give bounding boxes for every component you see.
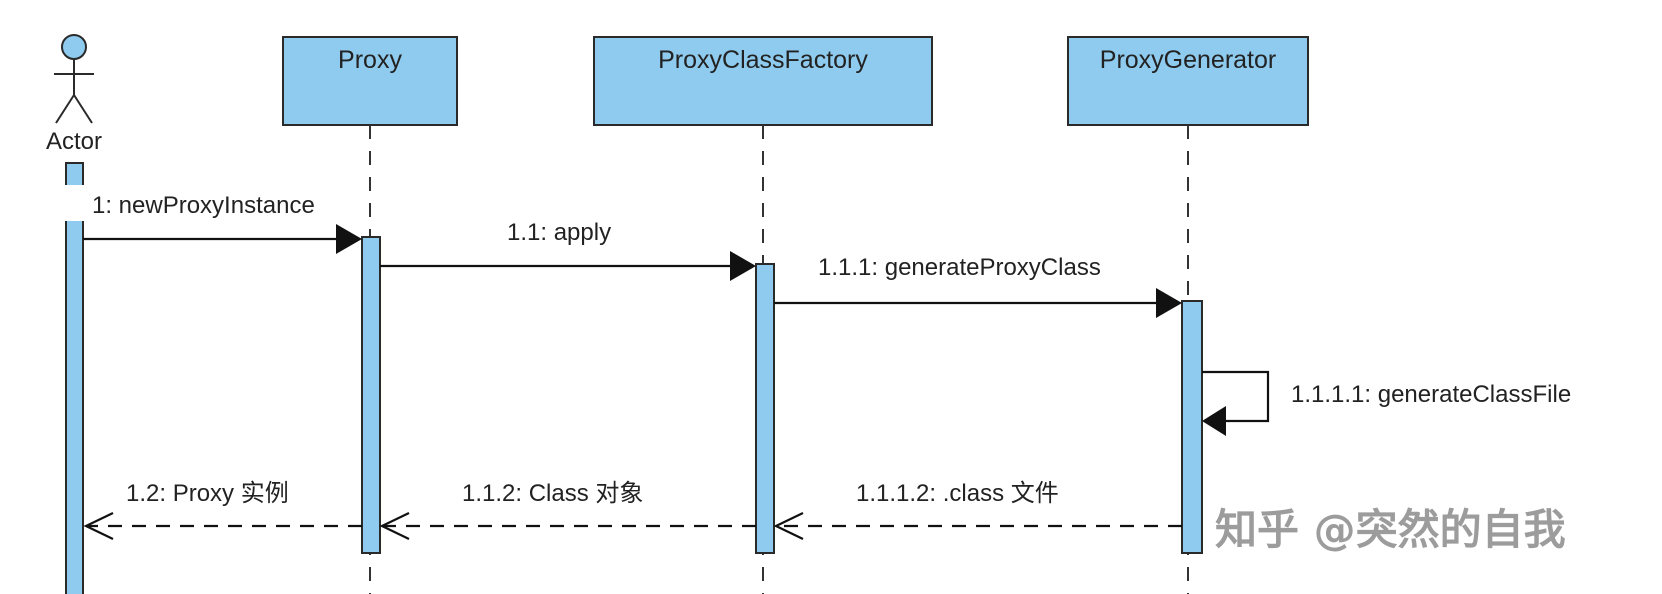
message-label-proxy-instance-return: 1.2: Proxy 实例 — [126, 480, 289, 507]
participant-label-proxy: Proxy — [338, 46, 402, 74]
participant-box-proxyclassfactory — [593, 36, 933, 126]
participant-label-proxygenerator: ProxyGenerator — [1100, 46, 1276, 74]
actor-figure-icon — [54, 34, 94, 124]
message-label-class-object-return: 1.1.2: Class 对象 — [462, 480, 643, 507]
message-label-generateclassfile: 1.1.1.1: generateClassFile — [1291, 381, 1571, 408]
activation-bar-proxy — [361, 236, 381, 554]
message-label-class-file-return: 1.1.1.2: .class 文件 — [856, 480, 1059, 507]
activation-bar-actor — [65, 162, 84, 594]
arrowhead-class-file-return-icon — [773, 512, 804, 540]
actor-label: Actor — [46, 128, 102, 155]
message-line-generateclassfile — [1202, 370, 1270, 423]
activation-bar-proxygenerator — [1181, 300, 1203, 554]
message-label-background — [62, 185, 352, 221]
message-label-generateproxyclass: 1.1.1: generateProxyClass — [818, 254, 1101, 281]
arrowhead-proxy-instance-return-icon — [83, 512, 114, 540]
arrowhead-class-object-return-icon — [379, 512, 410, 540]
activation-bar-proxyclassfactory — [755, 263, 775, 554]
arrowhead-generateproxyclass-icon — [1156, 288, 1182, 318]
arrowhead-generateclassfile-icon — [1202, 406, 1226, 436]
arrowhead-apply-icon — [730, 251, 756, 281]
participant-box-proxy — [282, 36, 458, 126]
message-label-newproxyinstance: 1: newProxyInstance — [92, 192, 315, 219]
participant-label-proxyclassfactory: ProxyClassFactory — [658, 46, 868, 74]
participant-box-proxygenerator — [1067, 36, 1309, 126]
arrowhead-newproxyinstance-icon — [336, 224, 362, 254]
watermark: 知乎 @突然的自我 — [1215, 505, 1566, 554]
message-label-apply: 1.1: apply — [507, 219, 611, 246]
